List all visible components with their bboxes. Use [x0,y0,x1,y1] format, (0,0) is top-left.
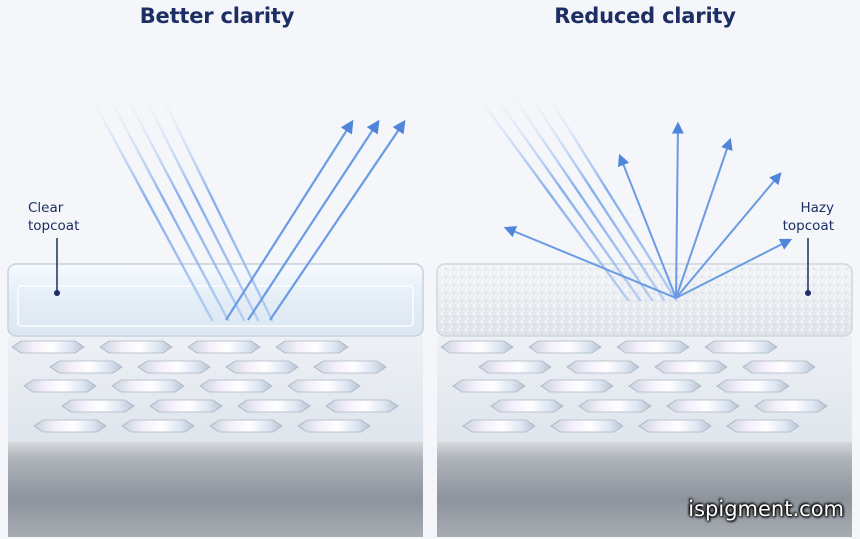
right-label-dot [805,290,811,296]
flakes-left-flake [275,340,349,354]
flakes-right-flake [616,340,690,354]
incoming-ray [116,78,246,322]
incoming-ray [464,78,630,302]
flakes-left-flake [23,379,97,393]
flakes-right-flake [666,399,740,413]
clear-topcoat-label-line1: Clear [28,200,64,216]
reflected-ray [225,119,354,321]
clear-topcoat-label-line2: topcoat [28,218,80,234]
flakes-right-flake [566,360,640,374]
reflected-ray [247,119,380,321]
flakes-left-flake [33,419,107,433]
incoming-ray [482,78,642,302]
left-clear-topcoat [7,263,424,337]
flakes-left-flake [111,379,185,393]
flakes-right-flake [540,379,614,393]
watermark: ispigment.com [688,497,844,521]
flakes-right-flake [440,340,514,354]
flakes-left-flake [297,419,371,433]
flakes-left-flake [49,360,123,374]
right-haze-texture [439,266,850,334]
reflected-ray [269,119,406,321]
clear-topcoat-label: Clear topcoat [28,199,79,235]
flakes-left-flake [325,399,399,413]
flakes-right-flake [638,419,712,433]
title-reduced-clarity: Reduced clarity [554,4,736,28]
incoming-ray [98,78,230,322]
flakes-right-flake [550,419,624,433]
incoming-ray [134,78,260,322]
incoming-ray [80,78,214,322]
flakes-left-flake [237,399,311,413]
flakes-right-flake [704,340,778,354]
flakes-right-flake [742,360,816,374]
flakes-right-flake [462,419,536,433]
incoming-ray [500,78,654,302]
left-panel [7,78,424,537]
right-light-rays [464,78,793,302]
scattered-ray [671,121,684,299]
scattered-ray [675,137,733,299]
flakes-left-flake [287,379,361,393]
left-substrate [8,442,423,537]
flakes-left-flake [225,360,299,374]
scattered-ray [675,238,793,299]
flakes-right-flake [528,340,602,354]
left-light-rays [80,78,406,322]
left-topcoat-inner [17,285,414,327]
scattered-ray [503,226,677,299]
left-pigment-flakes [11,340,399,433]
flakes-right-flake [654,360,728,374]
flakes-right-flake [452,379,526,393]
right-panel [436,78,853,537]
incoming-ray [518,78,666,302]
flakes-left-flake [11,340,85,354]
scattered-ray [675,172,782,299]
flakes-left-flake [187,340,261,354]
flakes-right-flake [726,419,800,433]
flakes-right-flake [754,399,828,413]
flakes-right-flake [628,379,702,393]
hazy-topcoat-label: Hazy topcoat [700,199,834,235]
flakes-right-flake [716,379,790,393]
incoming-ray [536,78,678,302]
flakes-left-flake [149,399,223,413]
flakes-left-flake [199,379,273,393]
flakes-left-flake [121,419,195,433]
flakes-right-flake [578,399,652,413]
flakes-left-flake [99,340,173,354]
flakes-left-flake [209,419,283,433]
flakes-right-flake [478,360,552,374]
scattered-ray [617,153,677,299]
left-label-dot [54,290,60,296]
flakes-left-flake [137,360,211,374]
flakes-left-flake [61,399,135,413]
title-better-clarity: Better clarity [139,4,295,28]
flakes-left-flake [313,360,387,374]
hazy-topcoat-label-line2: topcoat [782,218,834,234]
right-substrate [437,442,852,537]
right-pigment-flakes [440,340,828,433]
hazy-topcoat-label-line1: Hazy [800,200,835,216]
flakes-right-flake [490,399,564,413]
